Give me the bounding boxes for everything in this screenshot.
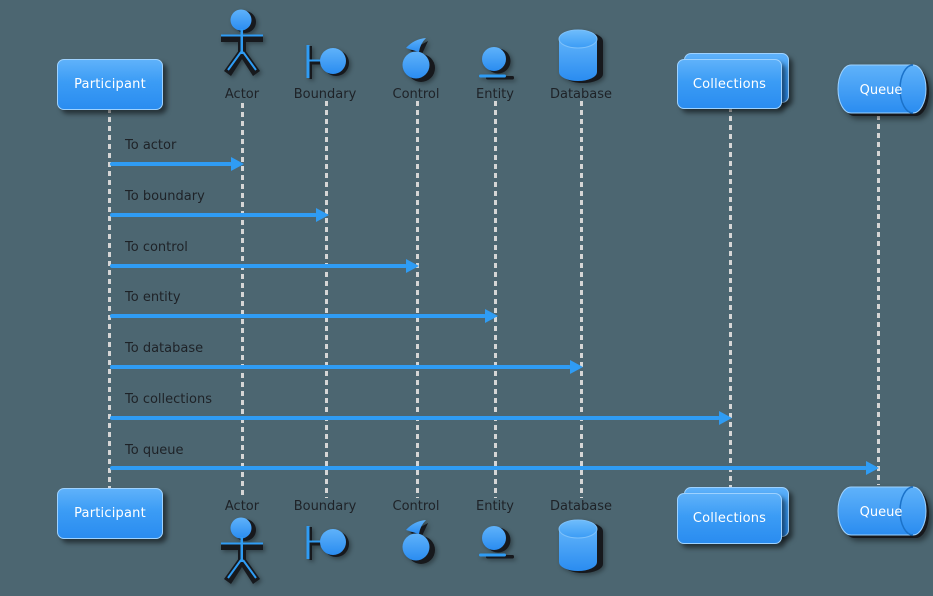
lifeline-boundary <box>325 101 328 498</box>
message-label: To control <box>125 240 188 255</box>
lifeline-queue <box>877 115 880 485</box>
control-icon <box>402 38 435 82</box>
actor-label-top: Actor <box>224 87 260 102</box>
message-arrow-to-boundary <box>110 208 329 222</box>
participant-box-top: Participant <box>57 59 163 110</box>
queue-shape-bottom <box>837 486 929 538</box>
entity-icon <box>479 47 514 80</box>
queue-label: Queue <box>859 504 903 520</box>
database-label-top: Database <box>549 87 613 102</box>
participant-label: Participant <box>74 77 146 92</box>
actor-icon <box>221 517 263 584</box>
lifeline-entity <box>494 101 497 498</box>
participant-label: Participant <box>74 506 146 521</box>
message-label: To actor <box>125 138 177 153</box>
lifeline-actor <box>241 103 244 498</box>
actor-icon <box>221 9 263 76</box>
control-label-top: Control <box>392 87 440 102</box>
lifeline-database <box>580 101 583 498</box>
control-label-bottom: Control <box>392 499 440 514</box>
lifeline-collections <box>729 107 732 487</box>
message-arrow-to-database <box>110 360 583 374</box>
collections-label: Collections <box>692 76 767 92</box>
boundary-icon <box>306 526 349 560</box>
participant-box-bottom: Participant <box>57 488 163 539</box>
message-label: To database <box>125 341 204 356</box>
message-label: To collections <box>125 392 212 407</box>
boundary-label-top: Boundary <box>293 87 357 102</box>
queue-label: Queue <box>859 82 903 98</box>
entity-label-top: Entity <box>476 87 514 102</box>
database-icon <box>558 519 603 573</box>
entity-label-bottom: Entity <box>476 499 514 514</box>
message-arrow-to-collections <box>110 411 732 425</box>
message-arrow-to-queue <box>110 461 879 475</box>
message-arrow-to-control <box>110 259 419 273</box>
lifeline-participant <box>108 108 111 488</box>
queue-shape-top <box>837 64 929 116</box>
control-icon <box>402 520 435 564</box>
database-icon <box>558 29 603 83</box>
entity-icon <box>479 526 514 559</box>
message-arrow-to-actor <box>110 157 244 171</box>
lifeline-control <box>416 101 419 498</box>
boundary-label-bottom: Boundary <box>293 499 357 514</box>
message-label: To entity <box>125 290 181 305</box>
database-label-bottom: Database <box>549 499 613 514</box>
actor-label-bottom: Actor <box>224 499 260 514</box>
collections-box-bottom: Collections <box>677 493 782 544</box>
message-arrow-to-entity <box>110 309 498 323</box>
collections-box-top: Collections <box>677 59 782 109</box>
message-label: To boundary <box>125 189 205 204</box>
message-label: To queue <box>125 443 184 458</box>
boundary-icon <box>306 45 349 79</box>
collections-label: Collections <box>692 511 767 526</box>
